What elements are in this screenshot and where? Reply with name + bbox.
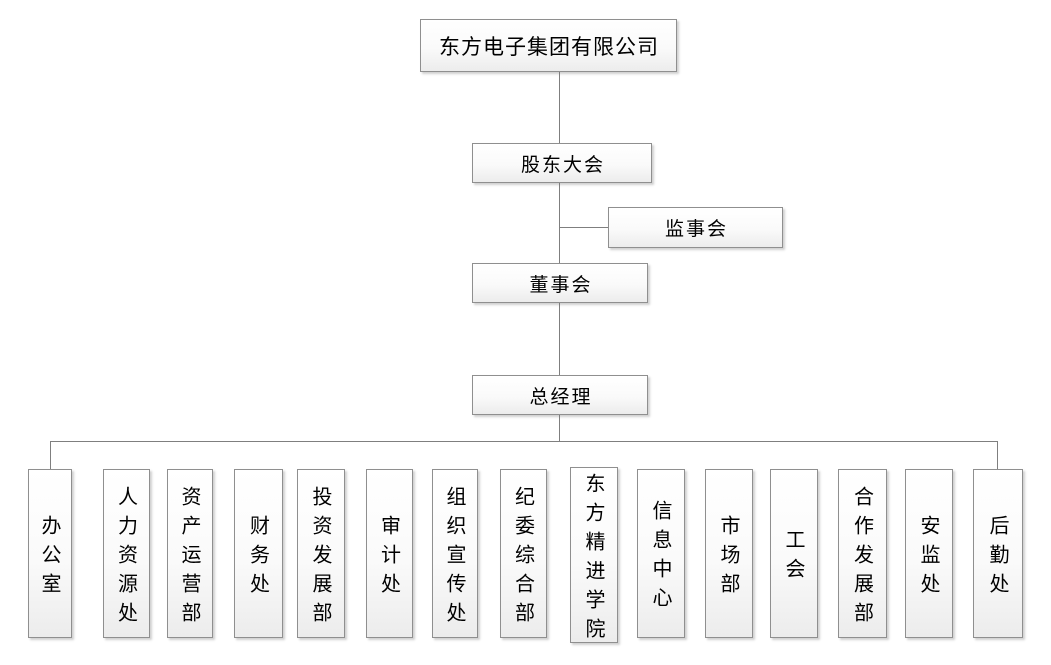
general-manager-label: 总经理 [529, 385, 593, 408]
department-label: 工会 [782, 529, 806, 587]
department-node-8: 纪委综合部 [500, 469, 547, 638]
department-label: 安监处 [917, 514, 941, 602]
connector-department-rail [50, 441, 998, 442]
supervisory-board-label: 监事会 [664, 218, 728, 240]
org-node-shareholders-meeting: 股东大会 [472, 143, 652, 183]
department-label: 纪委综合部 [511, 485, 536, 631]
org-node-board-of-directors: 董事会 [472, 263, 648, 303]
connector-company-to-shareholders [559, 72, 560, 143]
department-label: 市场部 [717, 514, 741, 602]
department-label: 信息中心 [649, 500, 673, 616]
department-node-9: 东方精进学院 [570, 467, 618, 647]
department-label: 资产运营部 [178, 485, 202, 631]
department-node-12: 工会 [770, 469, 818, 638]
org-node-company: 东方电子集团有限公司 [420, 19, 677, 72]
department-node-10: 信息中心 [637, 469, 685, 638]
department-node-4: 财务处 [234, 469, 283, 638]
department-node-14: 安监处 [905, 469, 953, 638]
department-label: 合作发展部 [850, 485, 875, 631]
board-of-directors-label: 董事会 [529, 273, 593, 296]
department-node-13: 合作发展部 [838, 469, 887, 638]
department-label: 后勤处 [986, 514, 1010, 602]
org-node-supervisory-board: 监事会 [608, 207, 783, 248]
company-label: 东方电子集团有限公司 [439, 34, 659, 59]
connector-branch-supervisory [559, 227, 608, 228]
department-label: 办公室 [38, 514, 62, 602]
department-label: 投资发展部 [309, 485, 333, 631]
department-node-3: 资产运营部 [167, 469, 213, 638]
connector-shareholders-to-board [559, 183, 560, 263]
department-label: 审计处 [377, 514, 402, 602]
department-node-6: 审计处 [366, 469, 413, 638]
department-node-7: 组织宣传处 [432, 469, 478, 638]
connector-board-to-gm [559, 303, 560, 375]
connector-gm-to-rail [559, 415, 560, 441]
department-node-5: 投资发展部 [297, 469, 345, 638]
connector-rail-drop-left [50, 441, 51, 469]
department-node-2: 人力资源处 [103, 469, 150, 638]
department-label: 组织宣传处 [443, 485, 467, 631]
connector-rail-drop-right [997, 441, 998, 469]
department-node-11: 市场部 [705, 469, 753, 638]
department-node-1: 办公室 [28, 469, 72, 638]
shareholders-meeting-label: 股东大会 [520, 153, 605, 176]
org-node-general-manager: 总经理 [472, 375, 648, 415]
department-label: 财务处 [246, 514, 271, 602]
department-label: 东方精进学院 [582, 472, 606, 647]
department-node-15: 后勤处 [973, 469, 1023, 638]
department-label: 人力资源处 [114, 485, 139, 631]
